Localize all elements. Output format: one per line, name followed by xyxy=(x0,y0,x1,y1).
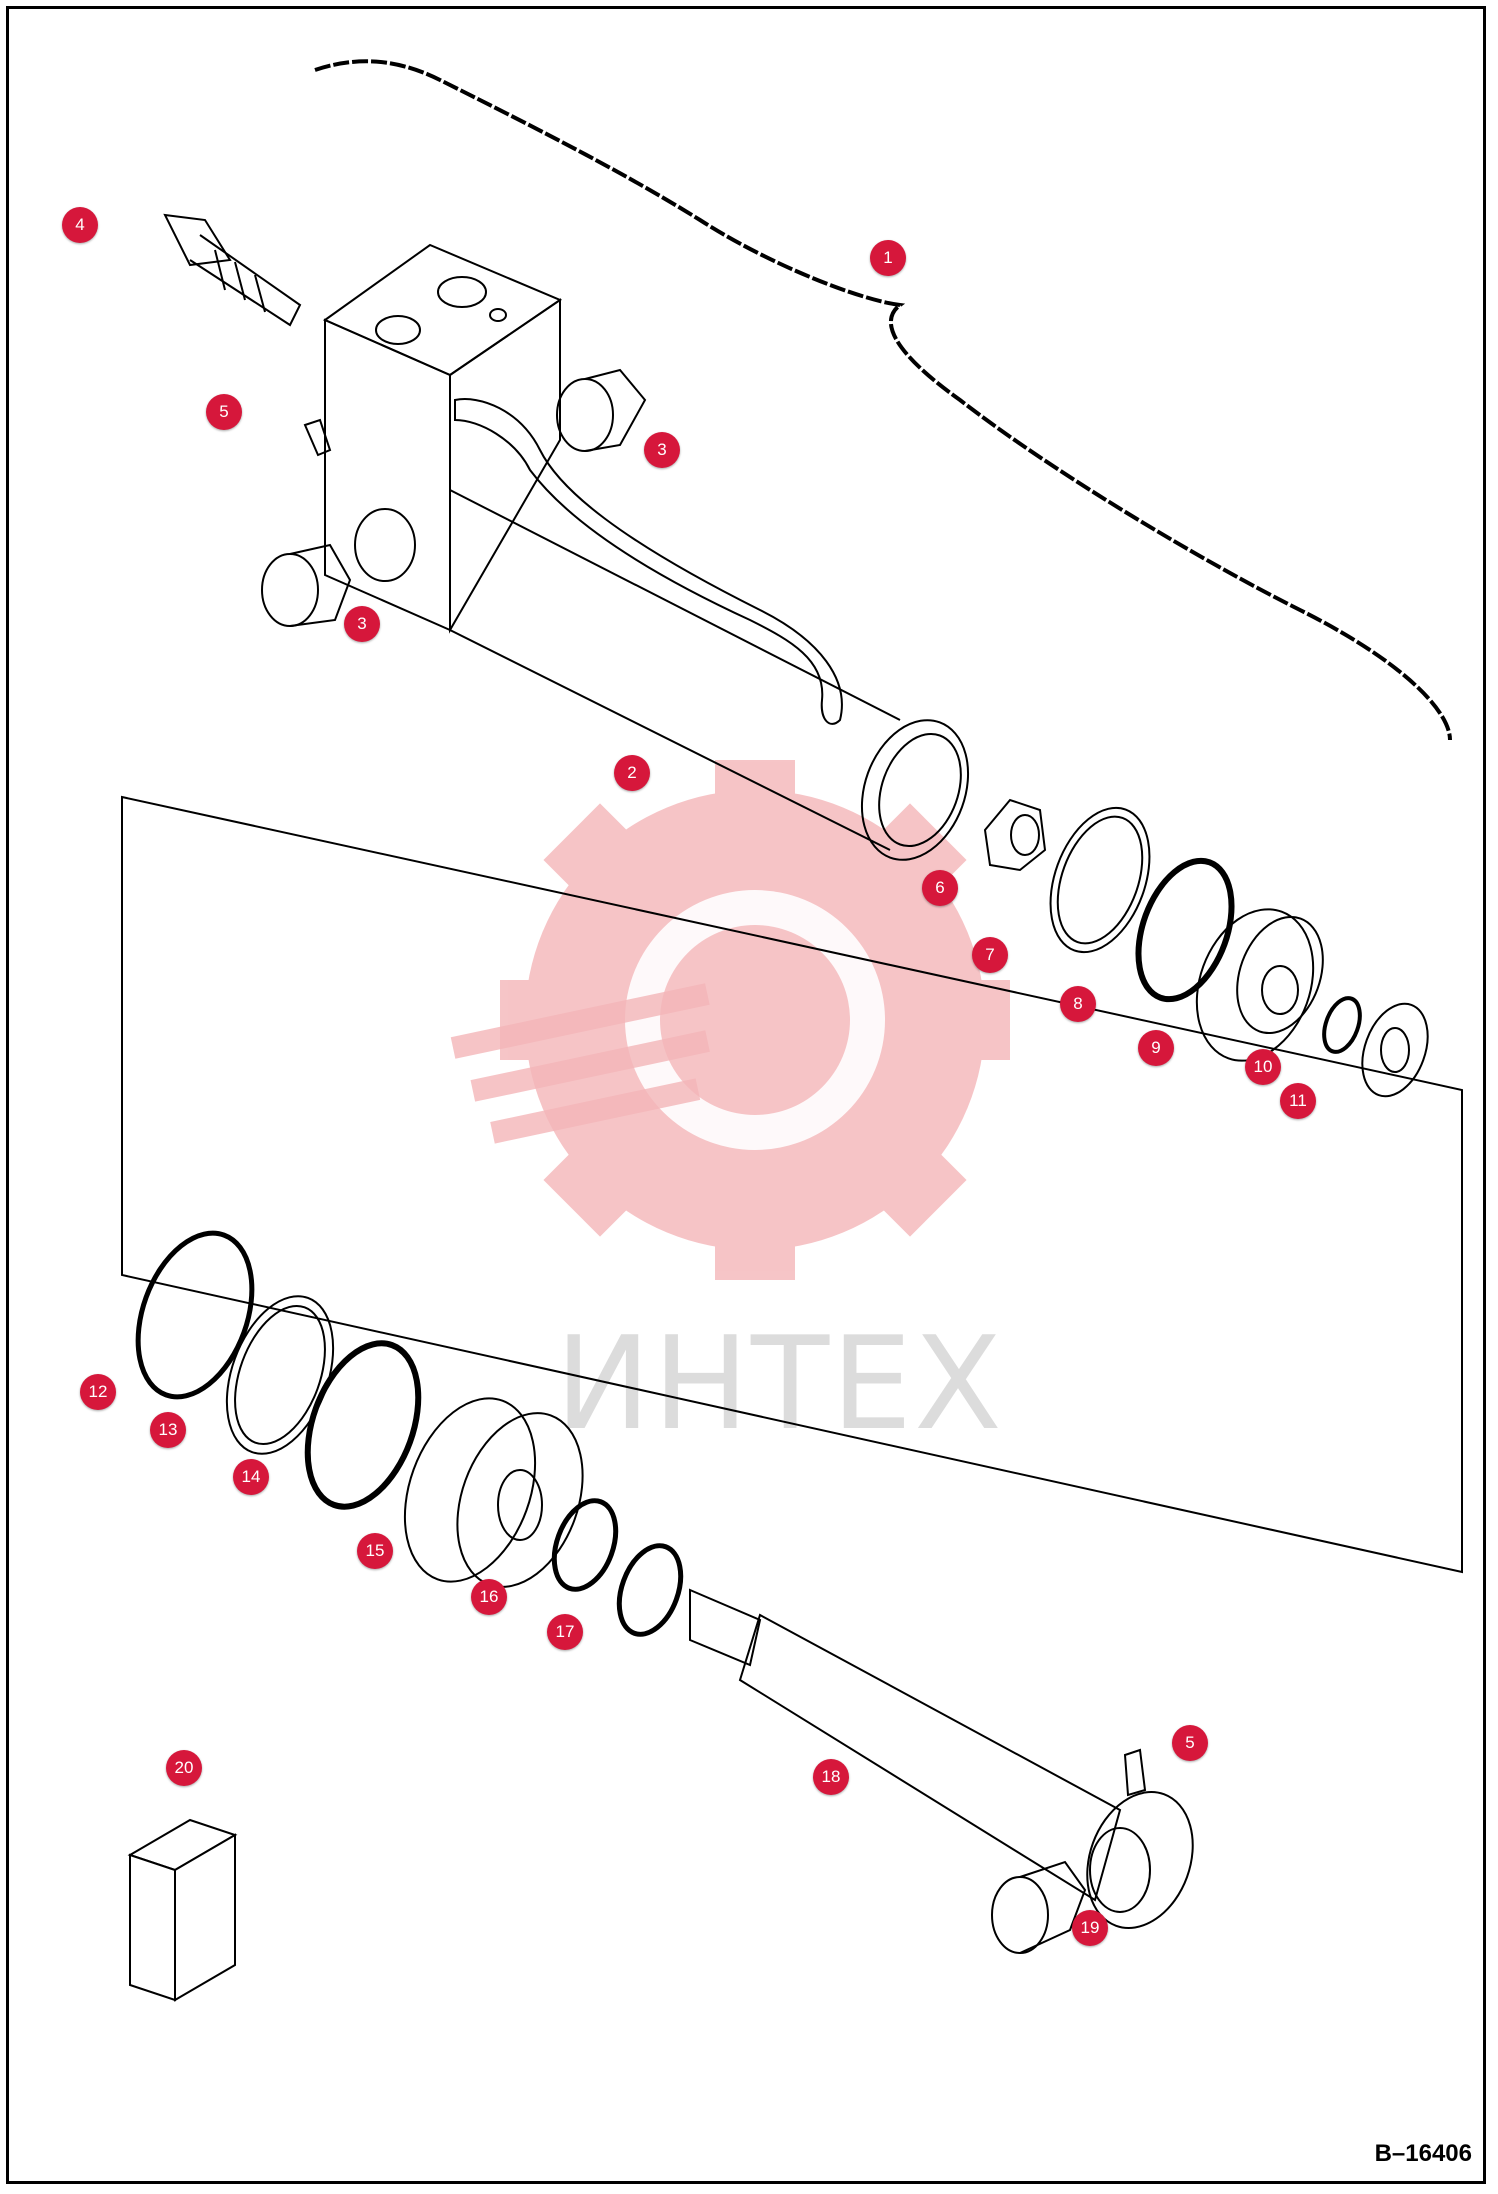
fitting-4 xyxy=(163,213,302,327)
callout-15[interactable]: 15 xyxy=(357,1533,393,1569)
callout-17[interactable]: 17 xyxy=(547,1614,583,1650)
callout-8[interactable]: 8 xyxy=(1060,986,1096,1022)
washer-11 xyxy=(1361,1002,1429,1098)
ring-8 xyxy=(1135,857,1235,1003)
callout-19[interactable]: 19 xyxy=(1072,1910,1108,1946)
callout-16[interactable]: 16 xyxy=(471,1579,507,1615)
ring-12 xyxy=(135,1230,255,1400)
ring-17 xyxy=(616,1543,684,1637)
nut-6 xyxy=(983,798,1047,872)
callout-3[interactable]: 3 xyxy=(344,606,380,642)
callout-1[interactable]: 1 xyxy=(870,240,906,276)
callout-7[interactable]: 7 xyxy=(972,937,1008,973)
callout-20[interactable]: 20 xyxy=(166,1750,202,1786)
callout-6[interactable]: 6 xyxy=(922,870,958,906)
grease-fitting-bottom xyxy=(1123,1748,1147,1797)
drawing-frame xyxy=(6,6,1486,2184)
drawing-id: B–16406 xyxy=(1374,2140,1472,2167)
callout-18[interactable]: 18 xyxy=(813,1759,849,1795)
callout-9[interactable]: 9 xyxy=(1138,1030,1174,1066)
gland-15 xyxy=(403,1397,584,1588)
callout-4[interactable]: 4 xyxy=(62,207,98,243)
ring-14 xyxy=(304,1340,422,1510)
callout-13[interactable]: 13 xyxy=(150,1412,186,1448)
rod-18 xyxy=(689,1588,1194,1929)
callout-14[interactable]: 14 xyxy=(233,1459,269,1495)
barrel-tube xyxy=(449,398,970,861)
callout-3[interactable]: 3 xyxy=(644,432,680,468)
callout-2[interactable]: 2 xyxy=(614,755,650,791)
callout-10[interactable]: 10 xyxy=(1245,1049,1281,1085)
assembly-frame xyxy=(121,795,1463,1574)
watermark-text: ИНТЕХ xyxy=(555,1310,1004,1459)
grease-fitting-top xyxy=(303,418,332,457)
callout-12[interactable]: 12 xyxy=(80,1374,116,1410)
assembly-bracket xyxy=(314,59,1452,741)
callout-11[interactable]: 11 xyxy=(1280,1083,1316,1119)
piston-9 xyxy=(1195,908,1324,1062)
ring-16 xyxy=(551,1498,619,1592)
ring-10 xyxy=(1322,996,1362,1054)
bushing-left xyxy=(261,553,319,627)
barrel-block xyxy=(322,243,563,634)
bushing-top xyxy=(556,378,614,452)
ring-7 xyxy=(1049,806,1151,954)
callout-5[interactable]: 5 xyxy=(1172,1725,1208,1761)
seal-kit-20 xyxy=(127,1818,238,2002)
callout-5[interactable]: 5 xyxy=(206,394,242,430)
bushing-19 xyxy=(991,1876,1049,1954)
